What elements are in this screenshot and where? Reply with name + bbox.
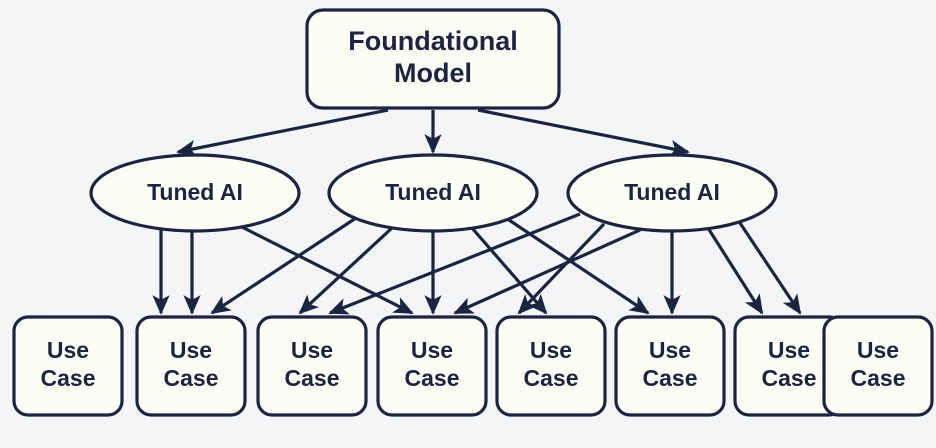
node-label: Tuned AI: [385, 179, 481, 205]
edge-root-to-tuned: [477, 108, 690, 157]
node-tuned-ai[interactable]: Tuned AI: [566, 153, 778, 233]
edge-root-to-tuned: [176, 108, 389, 157]
node-label: Tuned AI: [624, 179, 720, 205]
node-tuned-ai[interactable]: Tuned AI: [327, 153, 539, 233]
edge-tuned-to-use-case: [328, 212, 581, 315]
edge-tuned-to-use-case: [706, 227, 764, 315]
edge-tuned-to-use-case: [736, 219, 802, 315]
edge-tuned-to-use-case: [505, 216, 650, 315]
node-label: Tuned AI: [147, 179, 243, 205]
edge-tuned-to-use-case: [231, 220, 414, 315]
edge-tuned-to-use-case: [453, 228, 641, 315]
edges-layer: [152, 108, 802, 315]
node-tuned-ai[interactable]: Tuned AI: [89, 153, 301, 233]
edge-tuned-to-use-case: [210, 216, 357, 315]
edge-tuned-to-use-case: [517, 222, 606, 315]
edge-tuned-to-use-case: [298, 226, 394, 315]
